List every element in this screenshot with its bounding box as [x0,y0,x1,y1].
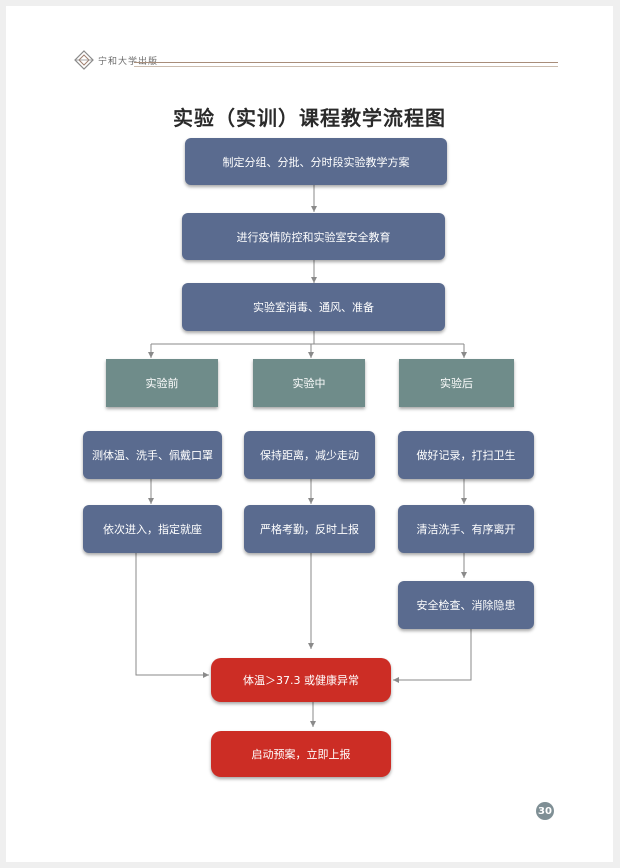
step-safety-education: 进行疫情防控和实验室安全教育 [182,213,445,260]
page-title: 实验（实训）课程教学流程图 [173,106,446,130]
step-disinfect-prepare: 实验室消毒、通风、准备 [182,283,445,331]
phase-before: 实验前 [106,359,218,407]
header-rule [134,62,558,63]
during-step-distance: 保持距离，减少走动 [244,431,375,479]
phase-after: 实验后 [399,359,514,407]
logo-text: 宁和大学出版 [98,57,159,67]
university-logo-icon [74,50,94,70]
arrow-b2-alert [135,553,209,678]
step-report: 启动预案，立即上报 [211,731,391,777]
step-make-plan: 制定分组、分批、分时段实验教学方案 [185,138,447,185]
after-step-leave: 清洁洗手、有序离开 [398,505,534,553]
phase-during: 实验中 [253,359,365,407]
header-rule-secondary [134,66,558,67]
after-step-inspect: 安全检查、消除隐患 [398,581,534,629]
after-step-record: 做好记录，打扫卫生 [398,431,534,479]
document-page: 宁和大学出版 实验（实训）课程教学流程图 制定分组、分批、分时段实验教学方案 进… [6,6,613,862]
arrow-a3-alert [393,629,472,683]
during-step-attendance: 严格考勤，反时上报 [244,505,375,553]
page-number-badge: 30 [536,802,554,820]
before-step-enter: 依次进入，指定就座 [83,505,222,553]
alert-abnormal-temperature: 体温＞37.3 或健康异常 [211,658,391,702]
flow-connectors [135,185,472,727]
before-step-temperature: 测体温、洗手、佩戴口罩 [83,431,222,479]
